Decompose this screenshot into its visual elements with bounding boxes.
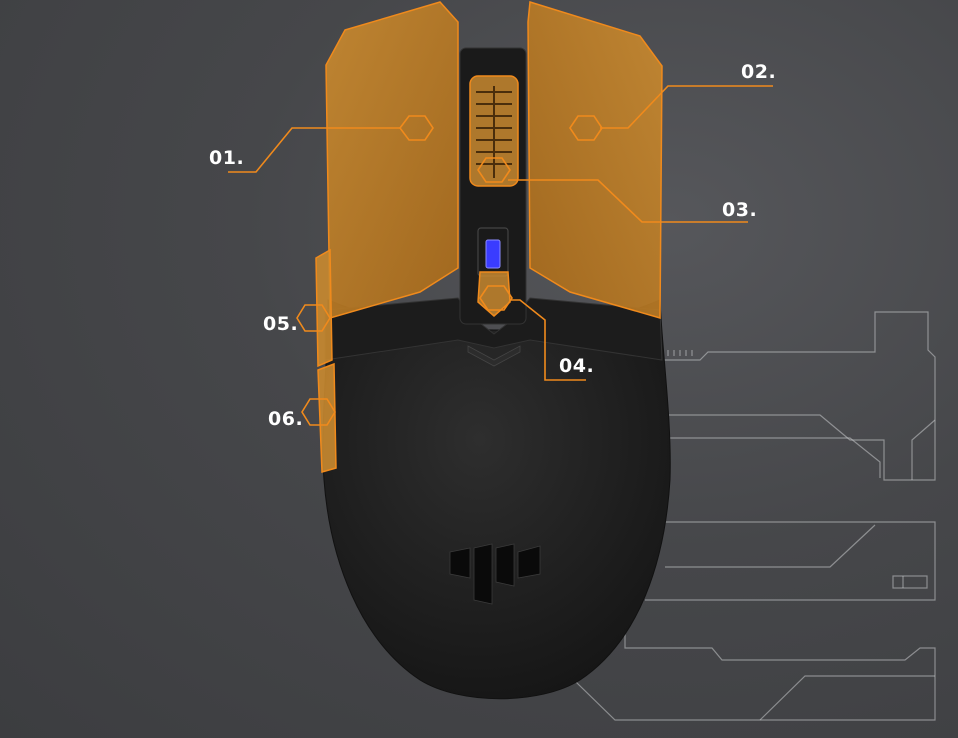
dpi-button[interactable] [477, 271, 511, 317]
callout-label-03: 03. [722, 199, 757, 221]
left-button-highlight[interactable] [325, 1, 459, 319]
hexagon-marker-04 [479, 285, 513, 311]
brand-logo [449, 543, 541, 605]
callout-label-04: 04. [559, 355, 594, 377]
right-button-highlight[interactable] [527, 1, 663, 319]
callout-label-05: 05. [263, 313, 298, 335]
dpi-led [485, 239, 501, 269]
background-circuit-lines [575, 311, 936, 721]
hexagon-marker-02 [569, 115, 603, 141]
hexagon-marker-06 [301, 398, 336, 426]
callout-label-06: 06. [268, 408, 303, 430]
mouse [322, 297, 671, 700]
side-button-back[interactable] [317, 362, 337, 473]
scroll-wheel[interactable] [469, 75, 519, 187]
callout-lines [228, 85, 773, 426]
hexagon-marker-01 [399, 115, 434, 141]
hexagon-marker-03 [477, 157, 511, 183]
callout-label-02: 02. [741, 61, 776, 83]
hexagon-marker-05 [296, 304, 331, 332]
callout-label-01: 01. [209, 147, 244, 169]
chevron-marker [467, 345, 521, 367]
